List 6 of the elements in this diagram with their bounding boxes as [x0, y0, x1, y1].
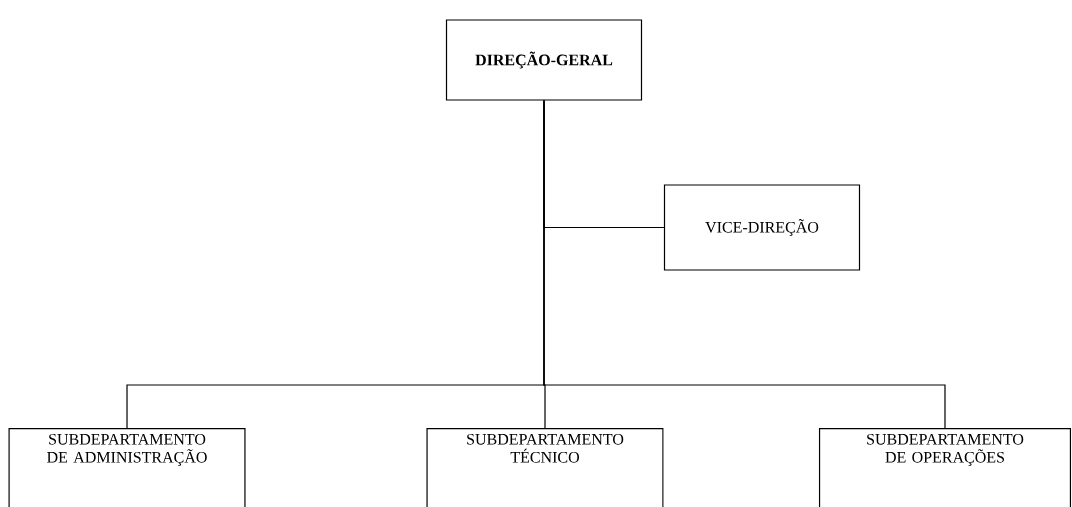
department-box: SUBDEPARTAMENTO DE ADMINISTRAÇÃO	[8, 428, 246, 507]
department-box: SUBDEPARTAMENTO TÉCNICO	[426, 428, 664, 507]
title-box: DIREÇÃO-GERAL	[445, 19, 643, 101]
connector-line	[543, 100, 946, 429]
department-box: SUBDEPARTAMENTO DE OPERAÇÕES	[818, 428, 1072, 507]
department-box: VICE-DIREÇÃO	[663, 184, 861, 271]
